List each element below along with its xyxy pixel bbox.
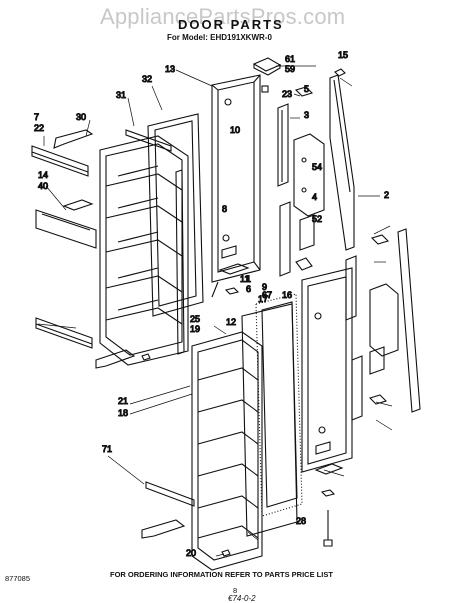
leader-lines [37,65,393,557]
bottom-code: €74-0-2 [228,594,256,603]
callout-59: 59 [285,64,295,74]
watermark: AppliancePartsPros.com [100,4,346,29]
trim-strip-4-upper [279,201,291,277]
callout-3-top: 3 [304,110,309,120]
hinge-bracket-54 [293,133,325,217]
side-strip-25 [175,169,185,355]
callout-4-top: 4 [312,192,317,202]
shelf-trim-22-top [31,145,89,177]
callout-21-left: 21 [118,396,128,406]
freezer-door-frame-13 [211,74,261,298]
callout-11: 11 [240,274,249,284]
hinge-strip-3-lower [345,255,357,321]
bracket-40 [62,199,94,211]
callout-28: 28 [296,516,306,526]
callout-10-top: 10 [230,125,240,135]
insulation-panel-16 [255,293,303,517]
shelf-trim-71 [145,481,195,507]
hinge-bracket-54-lower [369,283,399,357]
screw-20-left [141,353,151,361]
callout-19: 19 [190,324,200,334]
part-cap-61 [252,57,282,76]
callout-8-top: 8 [222,204,227,214]
callout-17-top: 17 [258,294,268,304]
callout-23: 23 [282,89,292,99]
callout-6-top: 6 [246,284,251,294]
callout-13: 13 [165,64,175,74]
bracket-52-lower [369,346,385,375]
bottom-hinge-15-mid [295,257,313,271]
callout-12-top: 12 [226,317,236,327]
door-gasket-lower [241,303,298,537]
door-gasket-32 [147,113,204,317]
callout-16: 16 [282,290,292,300]
callout-30: 30 [76,112,86,122]
handle-30-top [53,129,94,149]
hinge-6-17 [218,263,250,295]
callout-31: 31 [116,90,126,100]
trim-strip-4-lower [351,355,363,421]
fresh-food-door-frame [301,267,353,473]
callout-25-left: 25 [190,314,200,324]
callout-61: 61 [285,54,295,64]
bottom-hinge-hardware [314,463,344,547]
callout-52-top: 52 [312,214,322,224]
callout-40: 40 [38,181,48,191]
callout-7-top: 7 [34,112,39,122]
screw-20-lower [221,549,231,557]
callout-1-top: 1 [246,274,251,284]
shelf-trim-22-bottom [35,317,93,349]
callout-2: 2 [384,190,389,200]
door-handle-2-lower [397,228,421,413]
callout-22-top: 22 [34,123,44,133]
callout-18: 18 [118,408,128,418]
diagram-title: DOOR PARTS [178,17,284,32]
reference-code: 877085 [5,574,31,583]
ordering-note: FOR ORDERING INFORMATION REFER TO PARTS … [110,570,333,579]
callout-32: 32 [142,74,152,84]
freezer-door-liner [99,135,189,366]
hinge-strip-3 [277,103,289,187]
spacer-23 [261,85,269,93]
bracket-52-upper [299,214,315,251]
handle-7-bottom-left [95,349,136,369]
fresh-food-door-liner [191,331,263,571]
door-handle-2-top [329,74,355,251]
callout-67-top: 67 [262,290,272,300]
callout-20-bottom: 20 [186,548,196,558]
callout-9-top: 9 [262,282,267,292]
callout-15-top: 15 [338,50,348,60]
door-stop-5-lower [368,234,390,405]
callout-54-top: 54 [312,162,322,172]
shelf-trim-14 [35,209,97,249]
model-number: For Model: EHD191XKWR-0 [167,33,272,42]
door-stop-5-top [294,86,314,97]
callout-71: 71 [102,444,112,454]
shelf-rail-31 [125,129,172,152]
callout-14: 14 [38,170,48,180]
callout-5-top: 5 [304,84,309,94]
page-number: 8 [233,586,238,595]
handle-7-lower [141,519,186,539]
callout-labels: 61 59 15 13 32 31 30 7 22 14 40 23 5 3 1… [33,49,389,558]
part-hinge-15-top [334,68,346,77]
